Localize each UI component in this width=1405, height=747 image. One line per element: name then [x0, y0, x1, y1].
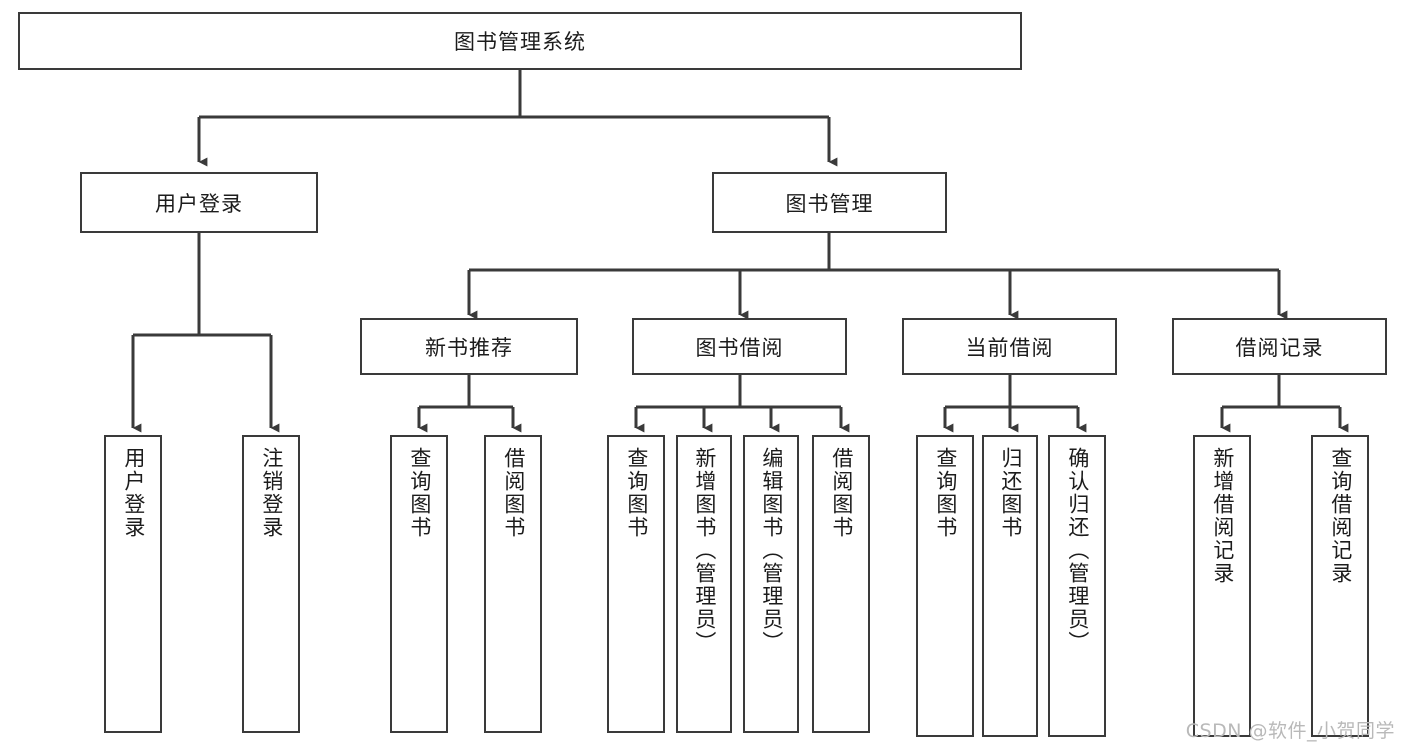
node-label: 图书管理系统 [454, 30, 586, 54]
node-leaf-user-login[interactable]: 用户登录 [104, 435, 162, 733]
node-leaf-return-book[interactable]: 归还图书 [982, 435, 1038, 737]
node-label: 编辑图书（管理员） [759, 447, 784, 654]
node-label: 当前借阅 [965, 335, 1054, 360]
node-book-management[interactable]: 图书管理 [712, 172, 947, 233]
node-label: 确认归还（管理员） [1065, 447, 1090, 654]
node-leaf-query-borrow-record[interactable]: 查询借阅记录 [1311, 435, 1369, 737]
node-label: 用户登录 [121, 447, 146, 539]
node-leaf-add-borrow-record[interactable]: 新增借阅记录 [1193, 435, 1251, 737]
node-new-book-recommend[interactable]: 新书推荐 [360, 318, 578, 375]
node-user-login[interactable]: 用户登录 [80, 172, 318, 233]
node-book-borrow[interactable]: 图书借阅 [632, 318, 847, 375]
node-label: 用户登录 [155, 191, 243, 216]
node-label: 查询借阅记录 [1328, 447, 1353, 585]
node-label: 新增图书（管理员） [692, 447, 717, 654]
node-label: 图书管理 [785, 191, 874, 216]
node-leaf-query-book-current[interactable]: 查询图书 [916, 435, 974, 737]
node-label: 借阅图书 [501, 447, 526, 539]
node-leaf-edit-book-admin[interactable]: 编辑图书（管理员） [743, 435, 799, 733]
node-label: 借阅记录 [1235, 335, 1324, 360]
node-borrow-record[interactable]: 借阅记录 [1172, 318, 1387, 375]
node-label: 新书推荐 [425, 335, 513, 360]
node-leaf-query-book-borrow[interactable]: 查询图书 [607, 435, 665, 733]
node-leaf-logout[interactable]: 注销登录 [242, 435, 300, 733]
node-current-borrow[interactable]: 当前借阅 [902, 318, 1117, 375]
node-label: 查询图书 [407, 447, 432, 539]
node-label: 查询图书 [933, 447, 958, 539]
watermark-text: CSDN @软件_小贺同学 [1185, 720, 1395, 742]
node-leaf-borrow-book-recommend[interactable]: 借阅图书 [484, 435, 542, 733]
node-leaf-confirm-return-admin[interactable]: 确认归还（管理员） [1048, 435, 1106, 737]
node-label: 新增借阅记录 [1210, 447, 1235, 585]
node-leaf-add-book-admin[interactable]: 新增图书（管理员） [676, 435, 732, 733]
node-label: 查询图书 [624, 447, 649, 539]
node-leaf-query-book-recommend[interactable]: 查询图书 [390, 435, 448, 733]
node-root-system[interactable]: 图书管理系统 [18, 12, 1022, 70]
node-label: 注销登录 [259, 447, 284, 539]
node-leaf-borrow-book[interactable]: 借阅图书 [812, 435, 870, 733]
node-label: 图书借阅 [695, 335, 784, 360]
node-label: 借阅图书 [829, 447, 854, 539]
node-label: 归还图书 [998, 447, 1023, 539]
